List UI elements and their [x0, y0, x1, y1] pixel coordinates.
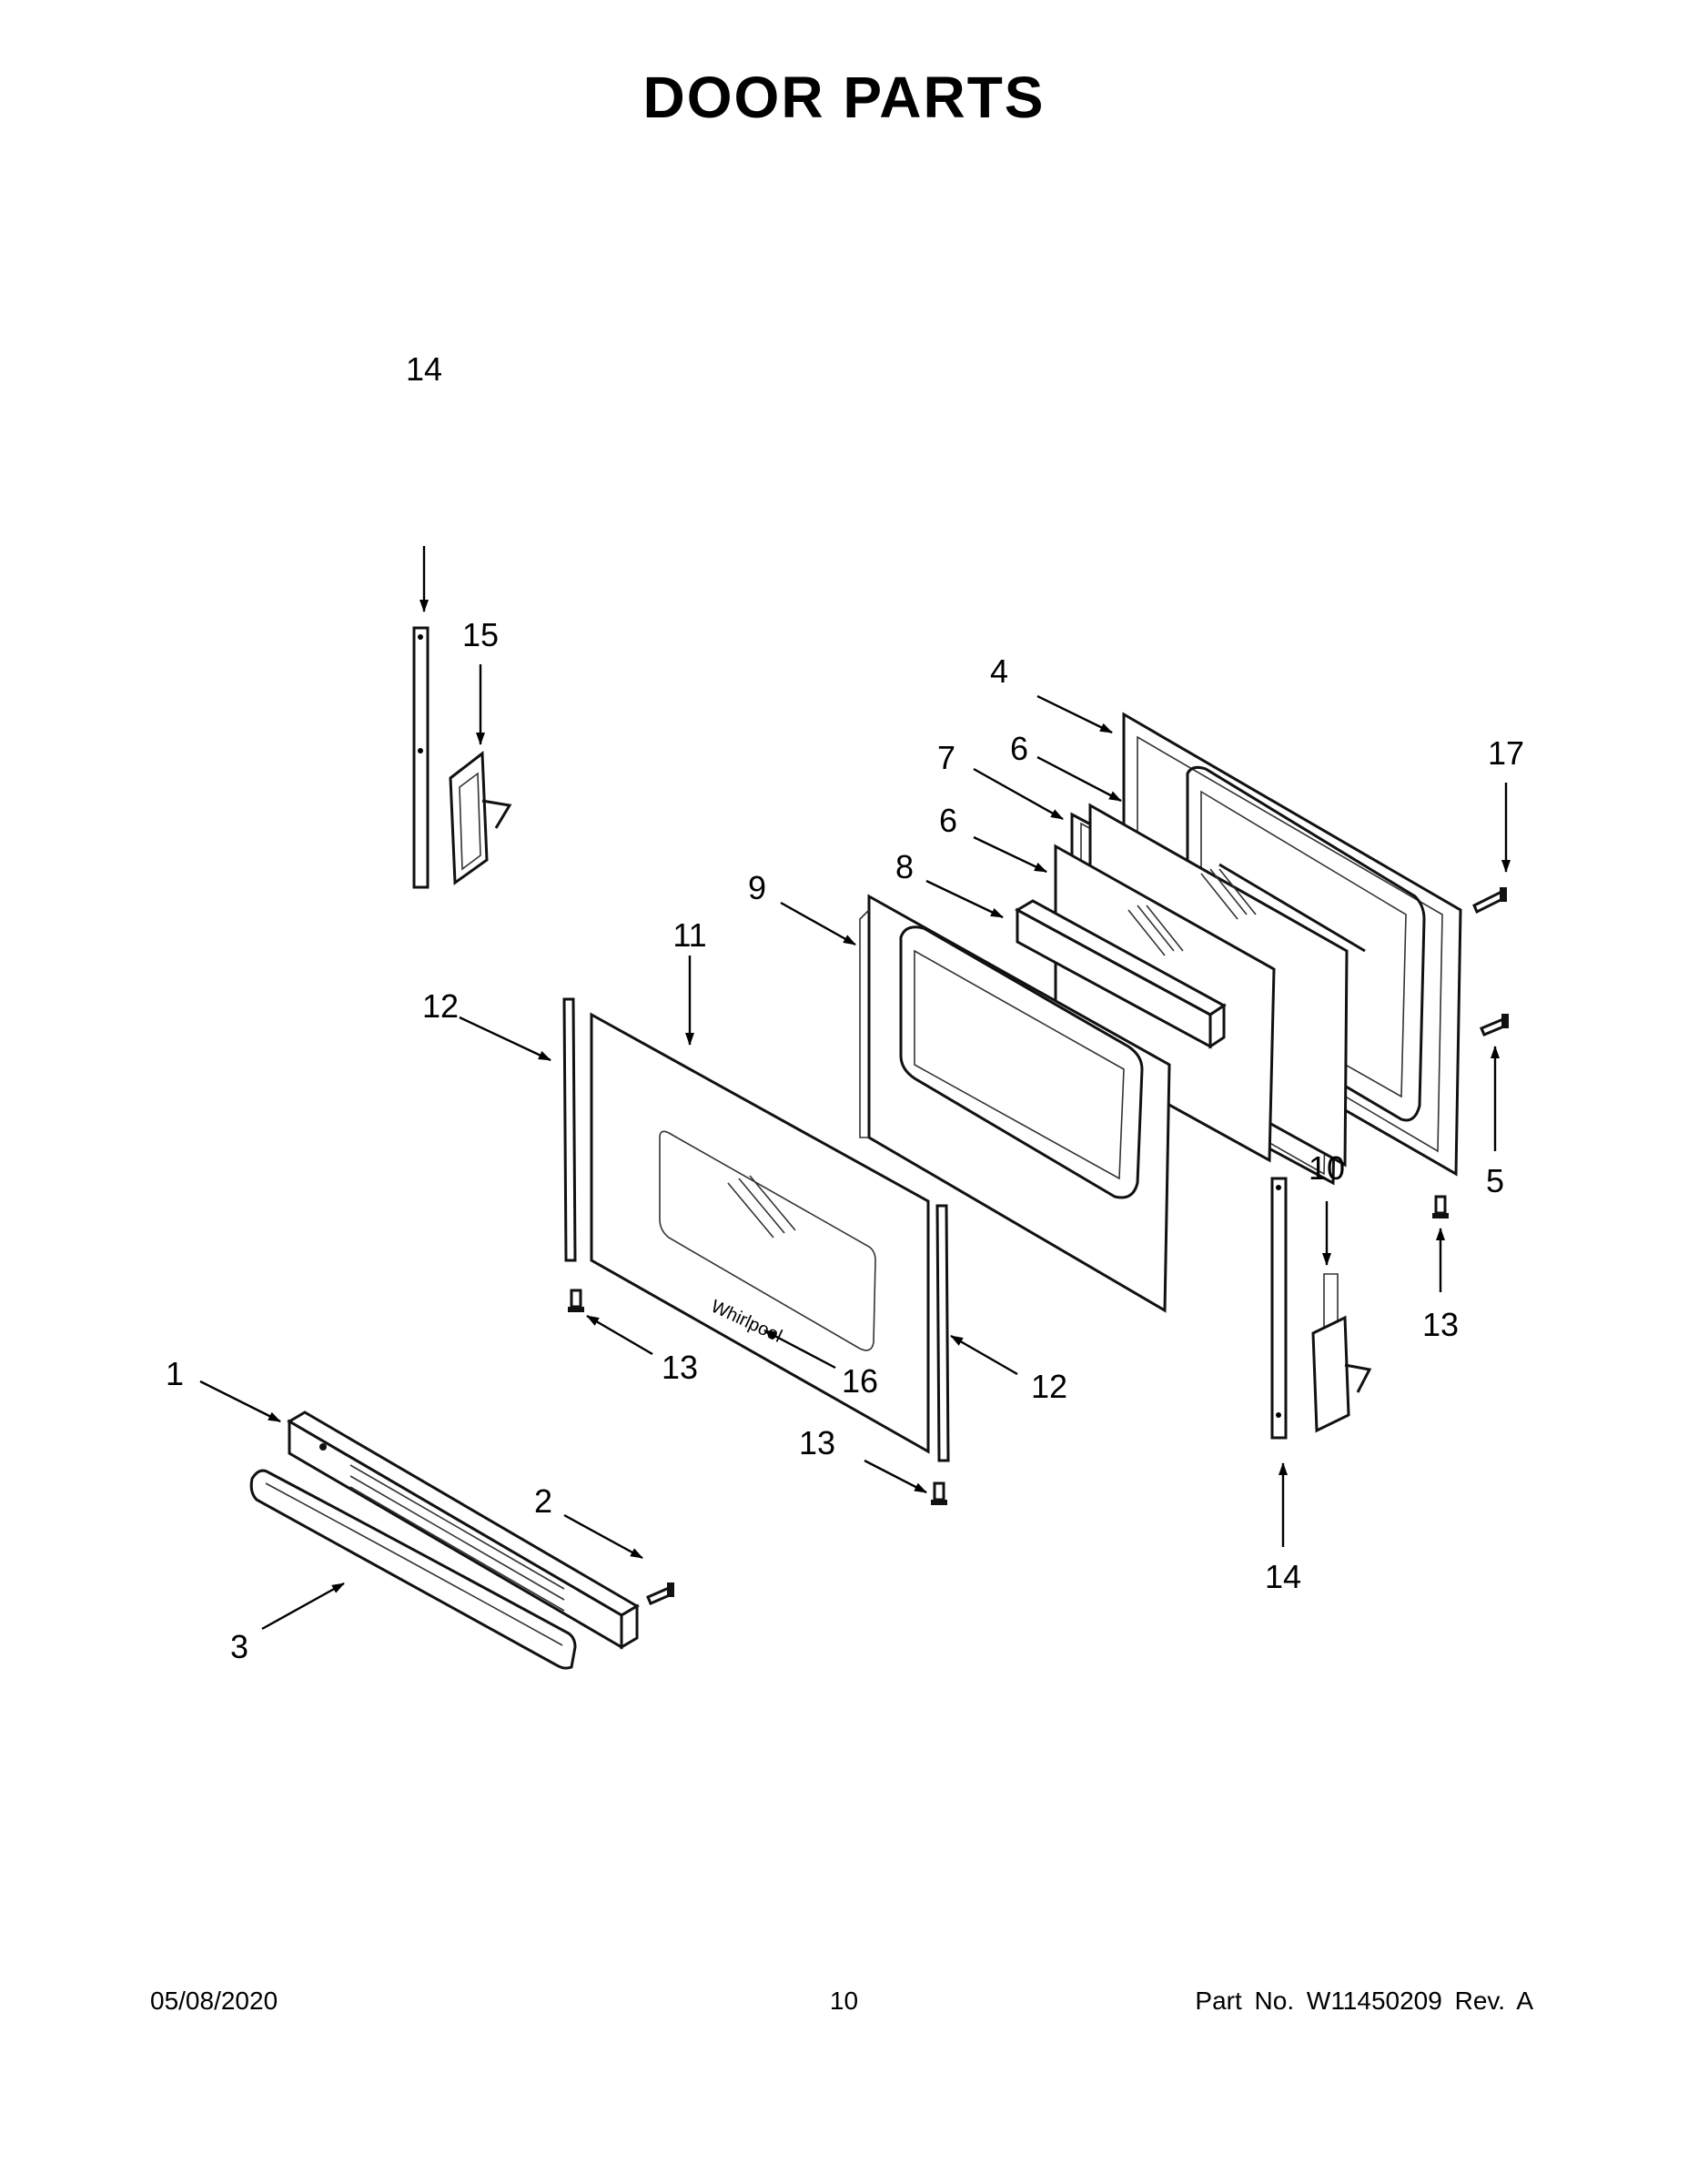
callout-12-left: 12 — [422, 987, 459, 1025]
callout-4: 4 — [990, 652, 1008, 690]
callout-13-left: 13 — [662, 1349, 698, 1386]
screw-17 — [1472, 887, 1507, 915]
leader-lines — [199, 546, 1511, 1631]
screw-13-left — [568, 1289, 584, 1312]
door-trim-left — [562, 997, 577, 1262]
callout-14-bottom: 14 — [1265, 1558, 1301, 1595]
callout-10: 10 — [1309, 1149, 1345, 1187]
callout-1: 1 — [166, 1355, 184, 1392]
hinge-receiver-left — [412, 626, 430, 889]
hinge-right — [1311, 1273, 1372, 1433]
callout-13-right: 13 — [1422, 1306, 1459, 1343]
callout-3: 3 — [230, 1628, 248, 1665]
callout-5: 5 — [1486, 1162, 1504, 1199]
callout-8: 8 — [895, 848, 914, 885]
footer-part-number: Part No. W11450209 Rev. A — [1195, 1987, 1533, 2015]
outer-door-glass: Whirlpool — [590, 1012, 930, 1454]
hinge-left — [449, 751, 512, 885]
callout-15: 15 — [462, 616, 499, 653]
footer-date: 05/08/2020 — [150, 1987, 278, 2015]
door-handle — [249, 1469, 577, 1670]
callout-13-center: 13 — [799, 1424, 835, 1461]
screw-13-center — [931, 1481, 947, 1505]
screw-2 — [646, 1582, 674, 1605]
insulation-block — [1014, 899, 1227, 1049]
callout-9: 9 — [748, 869, 766, 906]
footer-page-number: 10 — [829, 1987, 859, 2015]
callout-6-upper: 6 — [1010, 730, 1028, 767]
callout-17: 17 — [1488, 734, 1524, 772]
callout-7: 7 — [937, 739, 955, 776]
callout-14-top: 14 — [406, 350, 442, 388]
page-title: DOOR PARTS — [642, 65, 1046, 130]
callout-6-lower: 6 — [939, 802, 957, 839]
hinge-receiver-right — [1270, 1177, 1288, 1440]
callout-12-right: 12 — [1031, 1368, 1067, 1405]
callout-11: 11 — [672, 916, 706, 954]
inner-door — [859, 894, 1171, 1313]
screw-13-right — [1432, 1195, 1449, 1218]
screw-5 — [1480, 1014, 1509, 1036]
callout-2: 2 — [534, 1482, 552, 1520]
door-trim-right — [935, 1204, 950, 1462]
callout-16: 16 — [842, 1362, 878, 1400]
vent-trim — [287, 1410, 640, 1650]
